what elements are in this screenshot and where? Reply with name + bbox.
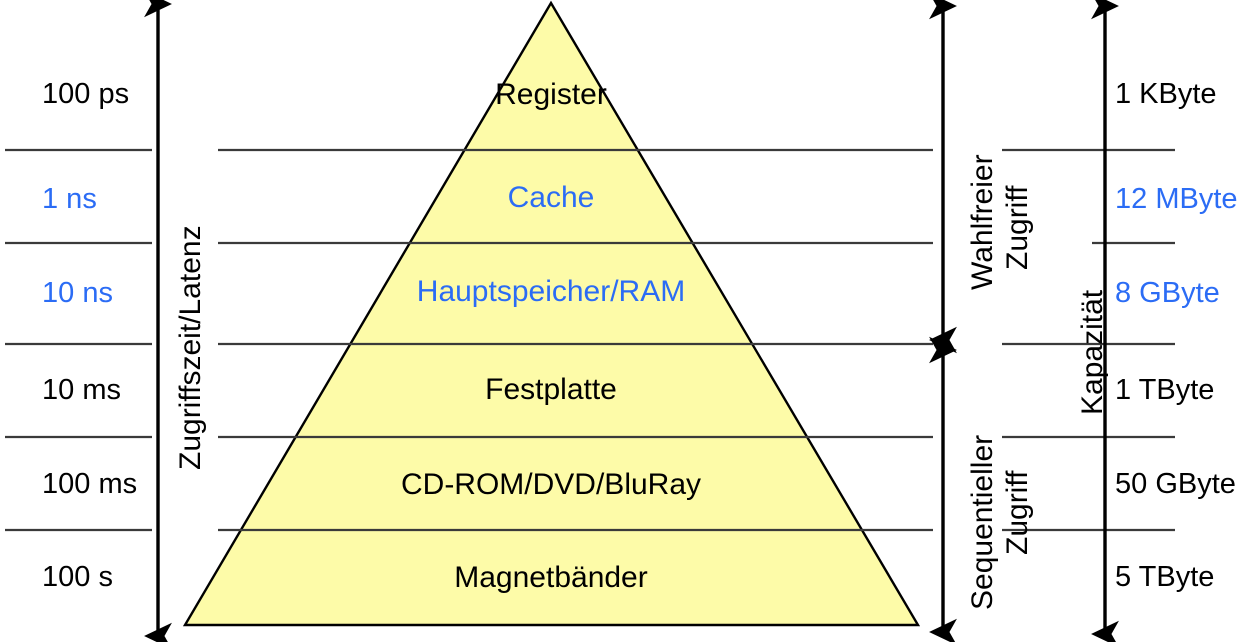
latency-value-register: 100 ps	[42, 78, 130, 110]
capacity-value-cache: 12 MByte	[1115, 183, 1238, 215]
tier-label-cache: Cache	[507, 181, 595, 214]
latency-value-festplatte: 10 ms	[42, 374, 121, 406]
latency-axis-label: Zugriffszeit/Latenz	[174, 225, 207, 470]
latency-value-magnetband: 100 s	[42, 561, 113, 593]
tier-label-festplatte: Festplatte	[485, 373, 617, 406]
latency-value-cache: 1 ns	[42, 183, 97, 215]
tier-label-hauptspeicher: Hauptspeicher/RAM	[416, 275, 686, 308]
latency-value-hauptspeicher: 10 ns	[42, 277, 113, 309]
capacity-axis-label: Kapazität	[1076, 289, 1109, 415]
capacity-value-cdrom: 50 GByte	[1115, 468, 1236, 500]
capacity-value-hauptspeicher: 8 GByte	[1115, 277, 1220, 309]
tier-label-cdrom: CD-ROM/DVD/BluRay	[400, 468, 702, 501]
capacity-value-magnetband: 5 TByte	[1115, 561, 1215, 593]
random-access-label-line2: Zugriff	[1001, 185, 1034, 270]
latency-value-cdrom: 100 ms	[42, 468, 138, 500]
sequential-access-label-line2: Zugriff	[1001, 470, 1034, 555]
tier-divider-lines	[5, 148, 1175, 532]
sequential-access-label-line1: Sequentieller	[966, 434, 999, 610]
tier-label-register: Register	[495, 78, 607, 111]
capacity-value-festplatte: 1 TByte	[1115, 374, 1215, 406]
capacity-value-register: 1 KByte	[1115, 78, 1217, 110]
random-access-label-line1: Wahlfreier	[966, 154, 999, 290]
tier-label-magnetband: Magnetbänder	[454, 561, 648, 594]
pyramid-shape	[182, 0, 921, 627]
